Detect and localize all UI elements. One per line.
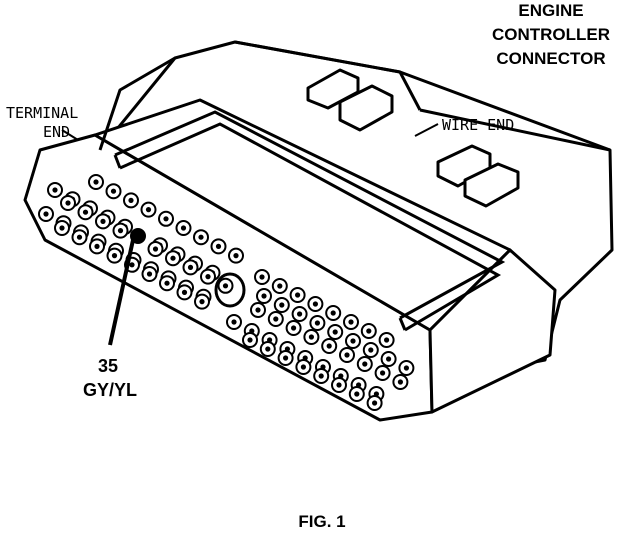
pin-hole-center [215,243,222,249]
pin-hole-center [283,355,289,361]
pin-hole-center [295,292,301,298]
pin-hole-center [336,382,342,388]
pin-35-leader [108,239,135,346]
terminal-end-label-line2: END [43,123,70,141]
pin-hole-center [65,200,71,206]
pin-hole-center [386,356,392,362]
pin-hole-center [146,271,153,277]
pin-hole-center [397,379,403,385]
top-channel [113,110,506,332]
back-housing [98,40,611,152]
pin-hole-center [277,283,283,289]
latch-tab-2 [338,84,394,132]
pin-hole-center [403,365,409,371]
pin-hole-center [279,302,285,308]
pin-hole-center [198,234,204,240]
pin-hole-center [82,209,89,215]
pin-hole-center [380,370,386,376]
pin-hole-center [76,234,83,240]
pin-hole-center [330,310,336,316]
pin-hole-center [117,228,124,234]
figure-caption: FIG. 1 [298,512,345,531]
pin-hole-center [384,337,390,343]
pin-hole-center [181,289,188,295]
pin-hole-center [368,347,374,353]
wire-end-leader [414,123,439,137]
pin-hole-center [265,346,271,352]
pin-hole-center [222,283,229,289]
pin-hole-center [362,361,368,367]
pin-hole-center [300,364,306,370]
pin-hole-center [259,274,265,280]
pin-hole-center [170,255,176,261]
terminal-end-leader [61,129,79,141]
latch-tab-4 [463,162,520,208]
pin-hole-center [261,293,267,299]
pin-hole-center [93,179,99,185]
pin-hole-center [348,319,354,325]
pin-hole-center [318,373,324,379]
pin-hole-center [291,325,297,331]
pin-hole-center [52,187,58,193]
pin-hole-center [366,328,372,334]
pin-hole-center [326,343,332,349]
pin-hole-center [312,301,318,307]
pin-hole-center [231,319,237,325]
pin-hole-center [314,320,320,326]
pin-hole-center [297,311,303,317]
pin-hole-center [164,280,170,286]
pin-number-label: 35 [98,356,118,376]
pin-hole-center [308,334,314,340]
pin-hole-center [129,262,135,268]
pin-hole-center [59,225,65,231]
pin-hole-center [111,253,118,259]
pin-color-label: GY/YL [83,380,137,400]
pin-hole-center [187,264,194,270]
pin-hole-center [332,329,338,335]
pin-hole-center [163,216,169,222]
pin-hole-center [350,338,356,344]
pin-hole-center [233,253,239,259]
pin-hole-center [43,211,49,217]
pin-hole-center [273,316,279,322]
latch-tabs [306,68,520,208]
pin-hole-center [199,299,205,305]
pin-hole-center [255,307,261,313]
wire-end-label: WIRE END [442,116,514,134]
pin-hole-center [128,197,134,203]
title-line2: CONTROLLER [492,25,610,44]
title-line1: ENGINE [518,1,583,20]
pin-hole-center [354,391,360,397]
pin-hole-center [344,352,350,358]
pin-hole-center [100,218,106,224]
title-line3: CONNECTOR [496,49,605,68]
pin-hole-center [247,337,253,343]
terminal-end-label-line1: TERMINAL [6,104,78,122]
pin-hole-center [94,243,100,249]
pin-hole-center [372,400,378,406]
pin-hole-center [145,207,152,213]
pin-hole-center [205,274,211,280]
pin-hole-center [152,246,159,252]
pin-hole-center [180,225,187,231]
pin-35-highlight [130,228,146,244]
pin-hole-center [110,188,117,194]
